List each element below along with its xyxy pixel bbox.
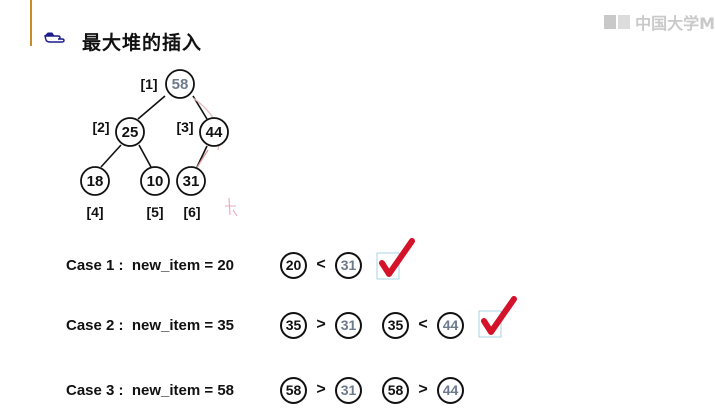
- compare-node: 44: [437, 376, 464, 404]
- svg-text:31: 31: [183, 173, 200, 190]
- pointing-hand-icon: [44, 32, 68, 51]
- tree-node-1: 58: [165, 69, 195, 99]
- tree-edge-3-6: [196, 145, 208, 168]
- watermark: 中国大学M: [603, 10, 715, 34]
- compare-operator: >: [418, 381, 428, 398]
- tree-node-6: 31: [176, 166, 206, 196]
- tree-index-1: [1]: [140, 76, 157, 92]
- tree-index-6: [6]: [183, 204, 200, 220]
- compare-node: 35: [382, 311, 409, 339]
- svg-text:10: 10: [147, 173, 164, 190]
- compare-node: 44: [437, 311, 464, 339]
- case-row: Case 1 : new_item = 20 20 < 31: [66, 238, 416, 281]
- checkmark-icon: [376, 238, 416, 285]
- svg-text:44: 44: [206, 124, 223, 141]
- tree-index-4: [4]: [86, 204, 103, 220]
- case-label: Case 1 : new_item = 20: [66, 256, 235, 274]
- slide-title: 最大堆的插入: [82, 32, 203, 54]
- compare-node: 20: [280, 251, 307, 279]
- svg-text:25: 25: [122, 124, 139, 141]
- compare-node: 35: [280, 311, 307, 339]
- compare-node: 58: [280, 376, 307, 404]
- compare-node: 31: [335, 311, 362, 339]
- compare-operator: <: [418, 316, 428, 333]
- svg-text:18: 18: [87, 173, 104, 190]
- tree-edge-2-4: [100, 144, 122, 168]
- tree-node-2: 25: [115, 117, 145, 147]
- compare-node: 31: [335, 251, 362, 279]
- compare-operator: >: [316, 381, 326, 398]
- watermark-text: 中国大学M: [635, 14, 715, 33]
- tree-node-3: 44: [199, 117, 229, 147]
- checkmark-icon: [478, 296, 518, 345]
- tree-index-3: [3]: [176, 119, 193, 135]
- case-label: Case 3 : new_item = 58: [66, 381, 235, 399]
- compare-node: 58: [382, 376, 409, 404]
- slide-accent-rule: [30, 0, 32, 46]
- tree-node-5: 10: [140, 166, 170, 196]
- case-row: Case 3 : new_item = 58 58 > 31 58 > 44: [66, 374, 464, 406]
- mooc-logo-icon: [604, 15, 631, 29]
- tree-index-2: [2]: [92, 119, 109, 135]
- annotation-mark: [225, 197, 238, 217]
- compare-node: 31: [335, 376, 362, 404]
- case-label: Case 2 : new_item = 35: [66, 316, 235, 334]
- svg-text:58: 58: [172, 76, 189, 93]
- compare-operator: <: [316, 256, 326, 273]
- tree-index-5: [5]: [146, 204, 163, 220]
- title-row: 最大堆的插入: [44, 28, 202, 55]
- tree-edge-1-2: [137, 95, 166, 120]
- tree-node-4: 18: [80, 166, 110, 196]
- compare-operator: >: [316, 316, 326, 333]
- tree-edge-2-5: [138, 144, 152, 168]
- case-row: Case 2 : new_item = 35 35 > 31 35 < 44: [66, 296, 518, 341]
